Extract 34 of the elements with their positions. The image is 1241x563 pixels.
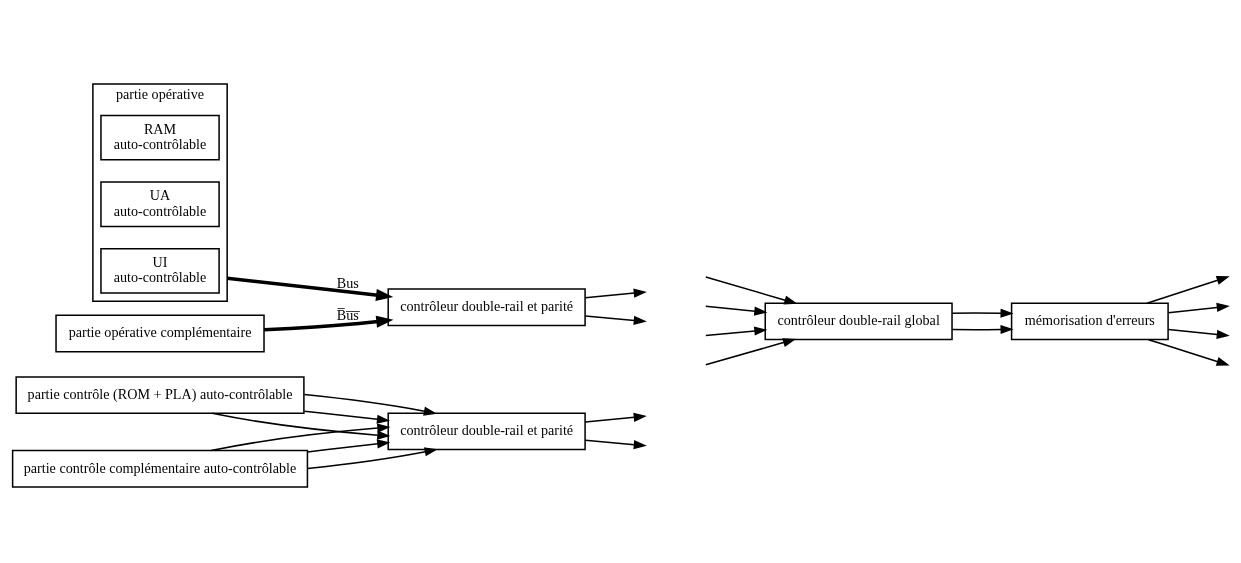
arrow [1146,275,1230,304]
edge-label: Bus [336,275,359,292]
arrow [306,447,438,470]
arrow [1167,328,1230,339]
arrow [705,326,768,337]
node-box: UI auto-contrôlable [100,247,220,294]
node-box: RAM auto-contrôlable [100,114,220,161]
arrow [303,393,437,416]
node-box: partie contrôle complémentaire auto-contrôlable [11,449,309,488]
arrow [211,412,391,440]
node-box: contrôleur double-rail et parité [387,412,586,451]
arrow [226,276,394,301]
arrow [210,423,391,452]
node-box: mémorisation d'erreurs [1010,302,1169,341]
arrow [584,315,647,325]
arrow [705,276,798,305]
arrow [584,439,647,450]
arrow [303,410,391,424]
node-box: contrôleur double-rail et parité [387,288,586,327]
arrow [951,324,1014,335]
node-box: contrôleur double-rail global [764,302,953,341]
arrow [705,305,768,316]
arrow [705,338,797,366]
arrow [264,315,394,332]
arrow [1167,302,1230,314]
arrow [951,308,1014,318]
arrow [584,412,647,423]
edge-label: B̅u̅s̅ [336,306,359,323]
arrow [306,439,391,453]
node-box: UA auto-contrôlable [100,181,220,228]
arrow [1147,338,1230,366]
node-box: partie contrôle (ROM + PLA) auto-contrôlable [15,376,305,414]
node-box: partie opérative complémentaire [55,314,265,353]
arrow [584,288,647,299]
